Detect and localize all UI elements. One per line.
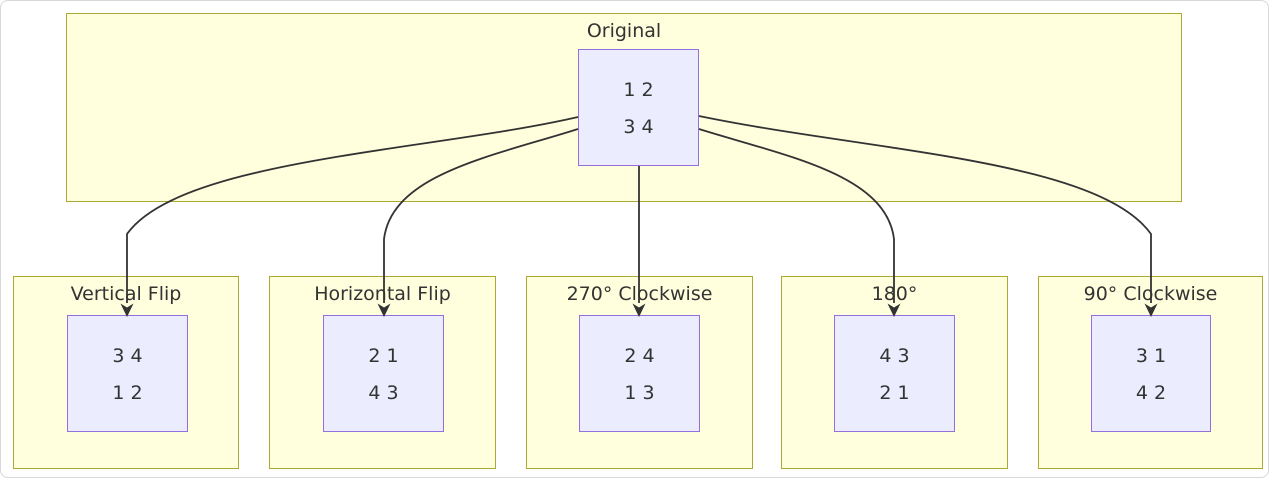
matrix-row: 4 3 <box>368 382 399 404</box>
node-180-matrix: 4 3 2 1 <box>834 315 955 432</box>
matrix-row: 4 3 <box>879 345 910 367</box>
matrix-row: 4 2 <box>1135 382 1167 404</box>
matrix-row: 3 4 <box>112 345 143 367</box>
cluster-vertical-flip-title: Vertical Flip <box>70 283 182 305</box>
node-vertical-flip-matrix: 3 4 1 2 <box>67 315 188 432</box>
cluster-270-clockwise-title: 270° Clockwise <box>566 283 713 305</box>
node-original-matrix: 1 2 3 4 <box>578 49 699 166</box>
matrix-row: 1 2 <box>623 79 654 101</box>
matrix-row: 3 1 <box>1135 345 1167 367</box>
cluster-180-title: 180° <box>871 283 918 305</box>
node-horizontal-flip-matrix: 2 1 4 3 <box>323 315 444 432</box>
node-90-clockwise-matrix: 3 1 4 2 <box>1091 315 1211 432</box>
cluster-90-clockwise-title: 90° Clockwise <box>1083 283 1218 305</box>
matrix-row: 3 4 <box>623 116 654 138</box>
matrix-row: 1 2 <box>112 382 143 404</box>
cluster-original-title: Original <box>586 20 662 42</box>
matrix-row: 1 3 <box>624 382 655 404</box>
node-270-clockwise-matrix: 2 4 1 3 <box>579 315 700 432</box>
cluster-horizontal-flip-title: Horizontal Flip <box>314 283 451 305</box>
matrix-row: 2 1 <box>368 345 399 367</box>
matrix-row: 2 4 <box>624 345 655 367</box>
matrix-row: 2 1 <box>879 382 910 404</box>
